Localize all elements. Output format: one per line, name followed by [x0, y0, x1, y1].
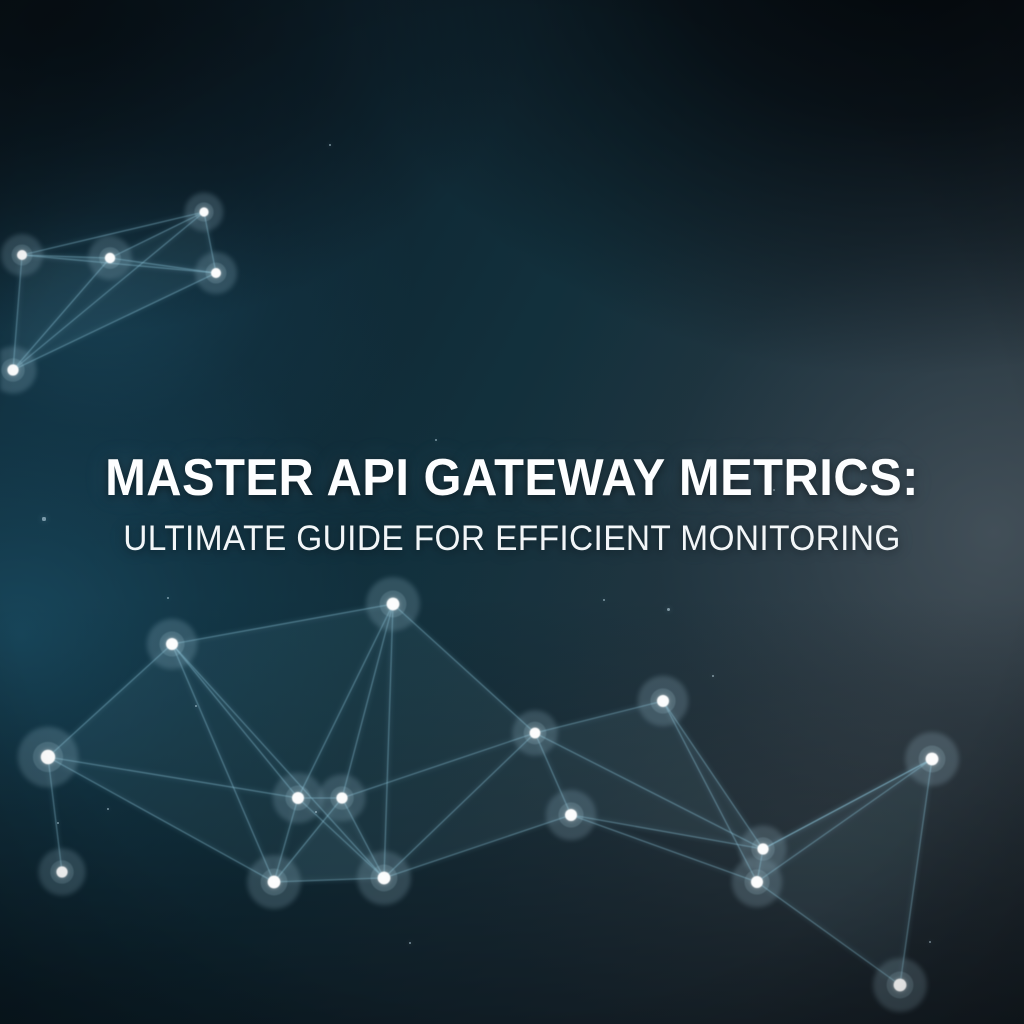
page-title: MASTER API GATEWAY METRICS: [105, 449, 919, 507]
page-subtitle: ULTIMATE GUIDE FOR EFFICIENT MONITORING [123, 519, 901, 558]
title-text-block: MASTER API GATEWAY METRICS: ULTIMATE GUI… [0, 452, 1024, 556]
mesh-polygon-faces [13, 212, 932, 985]
